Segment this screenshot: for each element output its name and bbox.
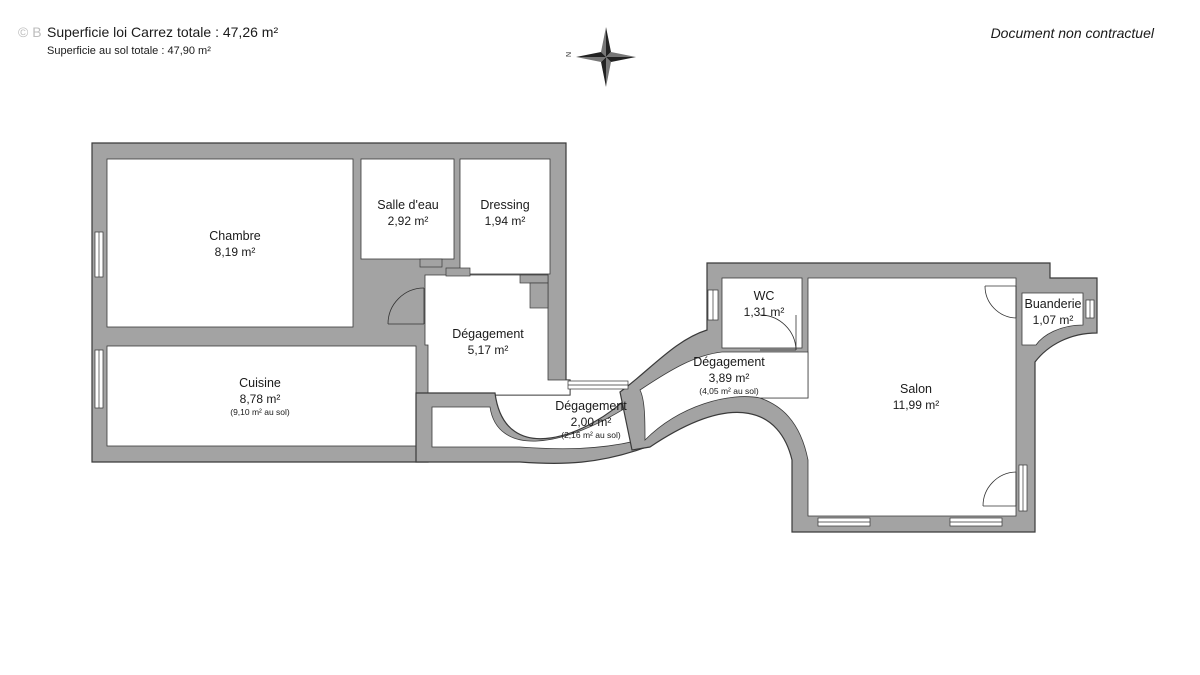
- room-name: Buanderie: [1025, 297, 1082, 311]
- room-name: Dégagement: [452, 327, 524, 341]
- room-wc: WC 1,31 m²: [744, 289, 785, 319]
- room-area: 1,07 m²: [1033, 313, 1074, 327]
- room-area: 11,99 m²: [893, 398, 939, 412]
- room-name: Chambre: [209, 229, 260, 243]
- room-floor-area: (4,05 m² au sol): [699, 386, 759, 396]
- room-cuisine: Cuisine 8,78 m² (9,10 m² au sol): [230, 376, 290, 417]
- compass-rose-icon: N: [566, 27, 636, 87]
- watermark: © B: [18, 24, 42, 40]
- room-degagement-1: Dégagement 5,17 m²: [452, 327, 524, 357]
- disclaimer: Document non contractuel: [990, 25, 1154, 41]
- room-name: Dégagement: [555, 399, 627, 413]
- windows: [94, 231, 1095, 527]
- total-floor-area: Superficie au sol totale : 47,90 m²: [47, 45, 211, 57]
- compass-north-label: N: [566, 52, 573, 57]
- total-carrez-area: Superficie loi Carrez totale : 47,26 m²: [47, 24, 279, 40]
- room-name: Cuisine: [239, 376, 281, 390]
- room-area: 2,92 m²: [388, 214, 429, 228]
- room-area: 2,00 m²: [571, 415, 612, 429]
- right-wing-walls: [619, 262, 1098, 533]
- room-area: 8,19 m²: [215, 245, 256, 259]
- room-area: 8,78 m²: [240, 392, 281, 406]
- room-name: Salle d'eau: [377, 198, 439, 212]
- room-area: 3,89 m²: [709, 371, 750, 385]
- room-floor-area: (9,10 m² au sol): [230, 407, 290, 417]
- room-buanderie: Buanderie 1,07 m²: [1025, 297, 1082, 327]
- room-area: 5,17 m²: [468, 343, 509, 357]
- left-wing-walls: [91, 142, 571, 463]
- room-area: 1,31 m²: [744, 305, 785, 319]
- room-degagement-3: Dégagement 3,89 m² (4,05 m² au sol): [693, 355, 765, 396]
- room-floor-area: (2,16 m² au sol): [561, 430, 621, 440]
- room-chambre: Chambre 8,19 m²: [209, 229, 260, 259]
- room-name: Dégagement: [693, 355, 765, 369]
- room-name: WC: [754, 289, 775, 303]
- room-name: Salon: [900, 382, 932, 396]
- room-salle-deau: Salle d'eau 2,92 m²: [377, 198, 439, 228]
- door-swings: [387, 285, 1017, 507]
- room-salon: Salon 11,99 m²: [893, 382, 939, 412]
- room-name: Dressing: [480, 198, 529, 212]
- room-dressing: Dressing 1,94 m²: [480, 198, 529, 228]
- room-area: 1,94 m²: [485, 214, 526, 228]
- room-degagement-2: Dégagement 2,00 m² (2,16 m² au sol): [555, 399, 627, 440]
